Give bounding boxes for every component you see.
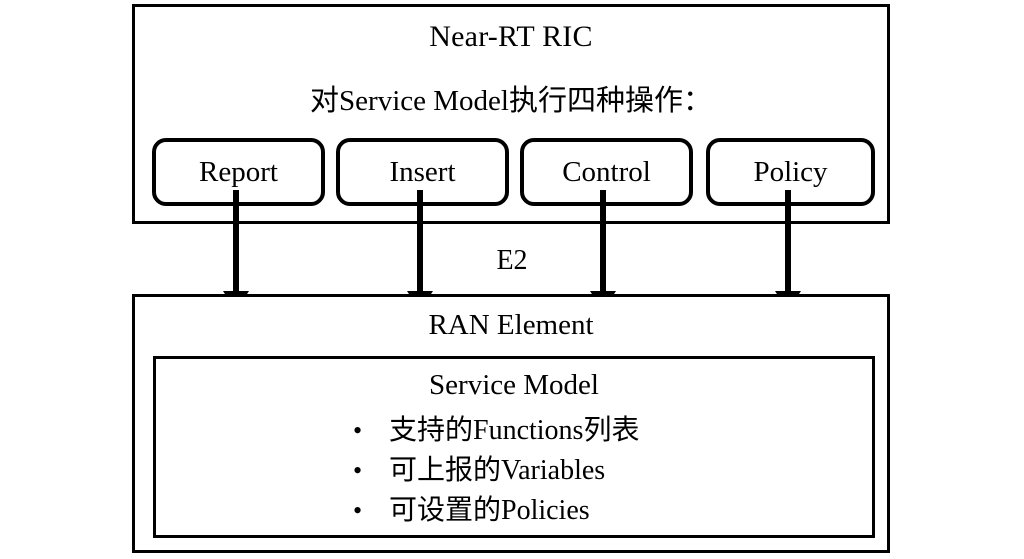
e2-interface-label: E2 — [496, 245, 528, 276]
service-model-list: • 支持的Functions列表 • 可上报的Variables • 可设置的P… — [156, 411, 872, 531]
ran-element-title: RAN Element — [428, 309, 594, 341]
list-item: • 可设置的Policies — [156, 491, 872, 531]
near-rt-ric-subtitle: 对Service Model执行四种操作： — [310, 85, 712, 117]
list-item-label: 可上报的Variables — [389, 455, 606, 486]
service-model-box: Service Model • 支持的Functions列表 • 可上报的Var… — [153, 356, 875, 538]
operation-label-insert: Insert — [389, 156, 456, 188]
arrow-policy-to-ran — [775, 190, 801, 311]
ran-element-box: RAN Element Service Model • 支持的Functions… — [132, 294, 890, 553]
bullet-icon: • — [353, 496, 363, 525]
service-model-title: Service Model — [429, 369, 599, 401]
operation-box-control[interactable]: Control — [520, 138, 693, 206]
near-rt-ric-box: Near-RT RIC 对Service Model执行四种操作： Report… — [132, 4, 890, 224]
bullet-icon: • — [353, 416, 363, 445]
operation-label-report: Report — [199, 156, 278, 188]
arrow-control-to-ran — [590, 190, 616, 311]
operation-box-row: Report Insert Control Policy — [135, 138, 887, 210]
list-item-label: 可设置的Policies — [389, 495, 590, 526]
list-item: • 支持的Functions列表 — [156, 411, 872, 451]
operation-label-policy: Policy — [753, 156, 828, 188]
arrow-report-to-ran — [223, 190, 249, 311]
bullet-icon: • — [353, 456, 363, 485]
operation-label-control: Control — [562, 156, 651, 188]
list-item: • 可上报的Variables — [156, 451, 872, 491]
near-rt-ric-title: Near-RT RIC — [429, 20, 593, 53]
list-item-label: 支持的Functions列表 — [389, 415, 640, 446]
arrow-insert-to-ran — [407, 190, 433, 311]
